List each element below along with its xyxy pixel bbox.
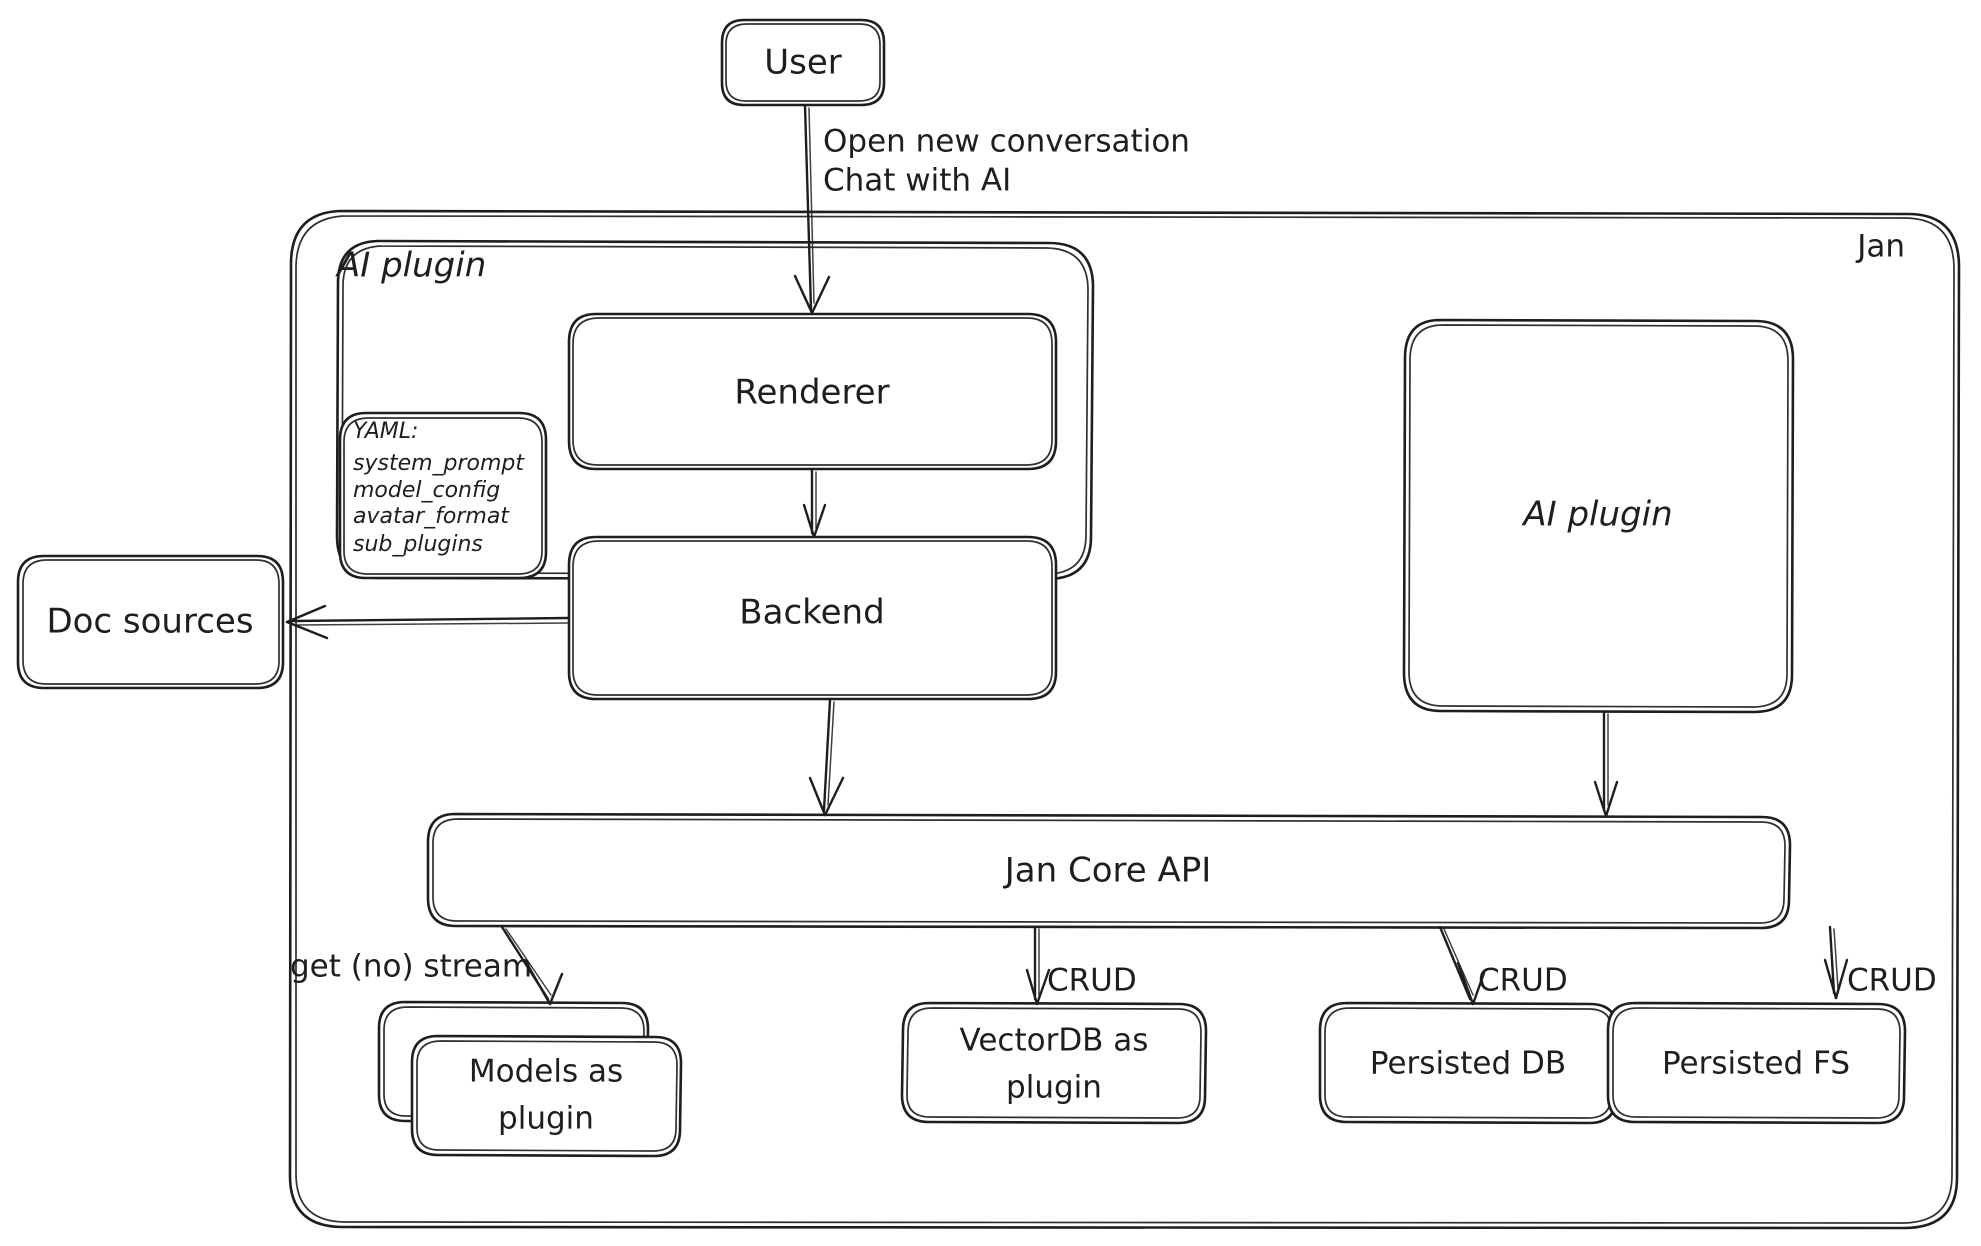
node-persisted-fs-label: Persisted FS <box>1662 1046 1850 1082</box>
edge-core-to-persisted-db: CRUD <box>1438 925 1568 1006</box>
edge-backend-to-core <box>808 698 845 817</box>
node-renderer[interactable]: Renderer <box>567 312 1058 471</box>
node-yaml-note-line1: YAML: <box>353 419 418 444</box>
node-persisted-db[interactable]: Persisted DB <box>1318 1001 1619 1125</box>
node-yaml-note-line5: sub_plugins <box>353 532 483 557</box>
node-yaml-note-line2: system_prompt <box>353 451 525 476</box>
node-models-plugin-line2: plugin <box>498 1101 594 1137</box>
node-models-plugin-line1: Models as <box>469 1054 623 1090</box>
node-models-plugin[interactable]: Models as plugin <box>377 1000 683 1158</box>
edge-core-to-persisted-fs: CRUD <box>1823 925 1937 1000</box>
edge-user-to-renderer-label-1: Open new conversation <box>823 124 1190 160</box>
node-user-label: User <box>764 43 842 83</box>
node-vectordb-plugin-line1: VectorDB as <box>960 1023 1149 1059</box>
edge-core-to-models-label: get (no) stream <box>290 949 532 985</box>
node-renderer-label: Renderer <box>734 373 889 413</box>
node-user[interactable]: User <box>720 18 886 107</box>
edge-core-to-models: get (no) stream <box>290 925 564 1006</box>
node-jan-core-api-label: Jan Core API <box>1003 851 1212 891</box>
edge-core-to-vectordb: CRUD <box>1025 925 1137 1006</box>
edge-core-to-persisted-fs-label: CRUD <box>1847 963 1937 999</box>
node-yaml-note[interactable]: YAML: system_prompt model_config avatar_… <box>338 411 548 580</box>
node-vectordb-plugin-line2: plugin <box>1006 1070 1102 1106</box>
node-jan-core-api[interactable]: Jan Core API <box>426 812 1792 930</box>
node-ai-plugin-right[interactable]: AI plugin <box>1402 318 1795 714</box>
node-yaml-note-line3: model_config <box>353 478 500 503</box>
edge-renderer-to-backend <box>802 468 827 539</box>
edge-core-to-persisted-db-label: CRUD <box>1478 963 1568 999</box>
edge-user-to-renderer-label-2: Chat with AI <box>823 163 1011 199</box>
node-backend-label: Backend <box>739 593 884 633</box>
node-vectordb-plugin[interactable]: VectorDB as plugin <box>900 1001 1208 1125</box>
node-yaml-note-line4: avatar_format <box>353 504 510 529</box>
node-doc-sources[interactable]: Doc sources <box>16 554 285 690</box>
edge-backend-to-doc-sources <box>285 604 570 640</box>
edge-core-to-vectordb-label: CRUD <box>1047 963 1137 999</box>
node-ai-plugin-right-label: AI plugin <box>1521 495 1672 535</box>
node-ai-plugin-group-label: AI plugin <box>335 246 486 286</box>
edge-ai-plugin-to-core <box>1593 710 1619 818</box>
node-doc-sources-label: Doc sources <box>46 602 253 642</box>
edge-user-to-renderer: Open new conversation Chat with AI <box>793 104 1190 315</box>
node-persisted-fs[interactable]: Persisted FS <box>1606 1001 1907 1125</box>
node-backend[interactable]: Backend <box>567 535 1058 701</box>
node-jan-container-label: Jan <box>1855 229 1905 265</box>
node-persisted-db-label: Persisted DB <box>1370 1046 1566 1082</box>
